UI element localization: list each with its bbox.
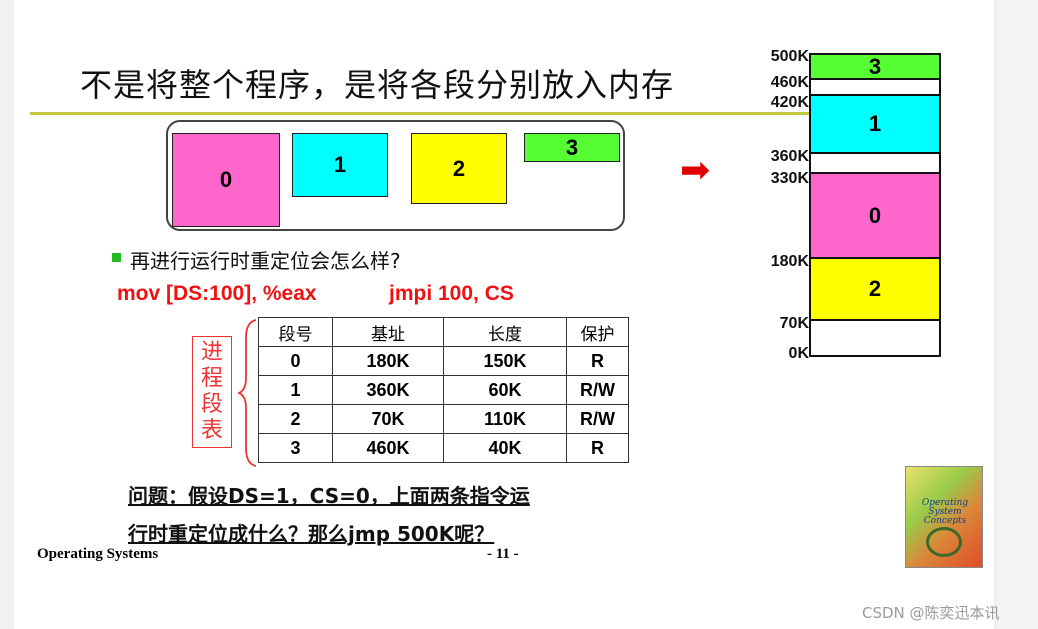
- header-cell: 保护: [566, 317, 629, 347]
- segment-3: 3: [524, 133, 620, 162]
- address-label: 420K: [770, 94, 809, 111]
- problem-line-1: 问题：假设DS=1，CS=0，上面两条指令运: [128, 484, 530, 508]
- process-segment-table-label: 进 程 段 表: [192, 336, 232, 448]
- address-label: 180K: [770, 253, 809, 270]
- book-cover-image: Operating System Concepts: [905, 466, 983, 568]
- label-char: 进: [200, 340, 223, 365]
- page-number: - 11 -: [487, 546, 519, 562]
- instruction-jmpi: jmpi 100, CS: [389, 282, 514, 305]
- book-cover-word: Concepts: [923, 516, 967, 526]
- memory-block-3: 3: [809, 53, 941, 80]
- book-cover-title: Operating System Concepts: [912, 499, 978, 526]
- memory-block-0: 0: [809, 172, 941, 259]
- segment-table: 段号 基址 长度 保护 0 180K 150K R 1 360K 60K R/W…: [258, 317, 629, 463]
- dinosaur-illustration: [926, 527, 962, 557]
- address-label: 330K: [770, 170, 809, 187]
- table-cell: 460K: [332, 433, 444, 463]
- header-cell: 基址: [332, 317, 444, 347]
- table-cell: 110K: [443, 404, 567, 434]
- segment-1: 1: [292, 133, 388, 197]
- table-row: 0 180K 150K R: [258, 346, 629, 376]
- table-cell: R/W: [566, 404, 629, 434]
- table-cell: 180K: [332, 346, 444, 376]
- address-label: 500K: [770, 48, 809, 65]
- table-cell: R/W: [566, 375, 629, 405]
- table-row: 2 70K 110K R/W: [258, 404, 629, 434]
- problem-line-2: 行时重定位成什么？那么jmp 500K呢？: [128, 522, 495, 546]
- address-label: 70K: [779, 315, 809, 332]
- memory-block-free: [809, 319, 941, 357]
- header-cell: 段号: [258, 317, 333, 347]
- address-label: 0K: [788, 345, 809, 362]
- table-cell: 40K: [443, 433, 567, 463]
- memory-block-free: [809, 152, 941, 174]
- memory-block-1: 1: [809, 94, 941, 154]
- label-char: 段: [200, 392, 223, 417]
- memory-block-2: 2: [809, 257, 941, 321]
- question-text: 再进行运行时重定位会怎么样?: [130, 249, 401, 273]
- scroll-area[interactable]: [998, 0, 1038, 629]
- table-cell: 60K: [443, 375, 567, 405]
- instruction-mov: mov [DS:100], %eax: [117, 282, 317, 305]
- table-cell: R: [566, 433, 629, 463]
- bullet-icon: [112, 253, 121, 262]
- book-cover-word: System: [928, 507, 962, 517]
- address-label: 360K: [770, 148, 809, 165]
- table-cell: R: [566, 346, 629, 376]
- slide-title: 不是将整个程序，是将各段分别放入内存: [80, 66, 675, 104]
- right-arrow-icon: ➡: [680, 150, 711, 191]
- table-row: 3 460K 40K R: [258, 433, 629, 463]
- book-cover-word: Operating: [921, 498, 969, 508]
- watermark: CSDN @陈奕迅本讯: [862, 604, 1000, 622]
- brace-icon: [238, 319, 257, 467]
- table-header-row: 段号 基址 长度 保护: [258, 317, 629, 347]
- header-cell: 长度: [443, 317, 567, 347]
- address-label: 460K: [770, 74, 809, 91]
- segment-0: 0: [172, 133, 280, 227]
- table-cell: 70K: [332, 404, 444, 434]
- table-cell: 150K: [443, 346, 567, 376]
- title-underline: [30, 112, 810, 115]
- label-char: 表: [200, 418, 223, 443]
- label-char: 程: [200, 366, 223, 391]
- table-cell: 2: [258, 404, 333, 434]
- footer-title: Operating Systems: [37, 546, 159, 562]
- table-row: 1 360K 60K R/W: [258, 375, 629, 405]
- table-cell: 1: [258, 375, 333, 405]
- segment-2: 2: [411, 133, 507, 204]
- table-cell: 0: [258, 346, 333, 376]
- table-cell: 360K: [332, 375, 444, 405]
- table-cell: 3: [258, 433, 333, 463]
